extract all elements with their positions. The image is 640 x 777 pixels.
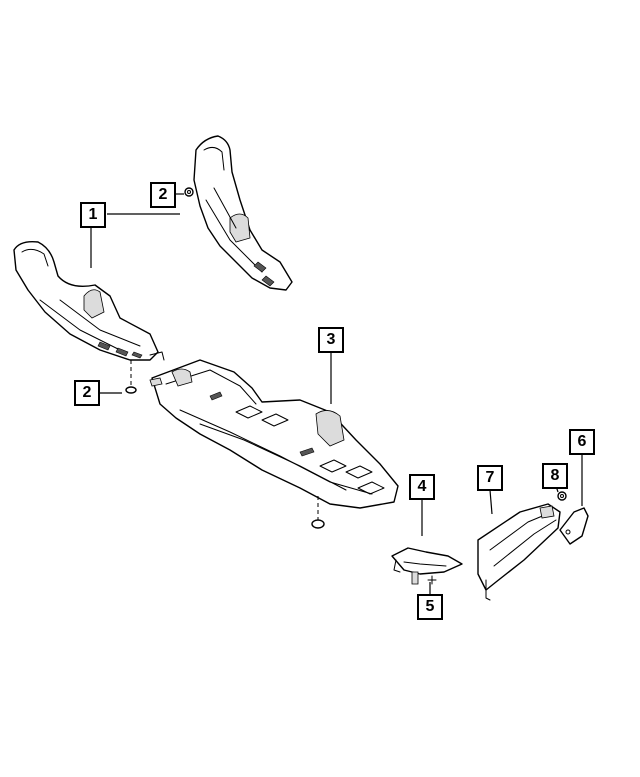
bracket	[391, 547, 463, 585]
nut-lower	[125, 360, 137, 394]
small-plate	[559, 507, 589, 545]
callout-4: 4	[409, 474, 435, 500]
nut-upper	[184, 187, 194, 197]
side-shield	[477, 503, 561, 601]
callout-8: 8	[542, 463, 568, 489]
callout-6: 6	[569, 429, 595, 455]
skid-plate	[149, 359, 399, 509]
callout-2-upper: 2	[150, 182, 176, 208]
callout-2-lower: 2	[74, 380, 100, 406]
callout-1: 1	[80, 202, 106, 228]
callout-7: 7	[477, 465, 503, 491]
callout-3: 3	[318, 327, 344, 353]
callout-5: 5	[417, 594, 443, 620]
heat-shield-left	[13, 240, 165, 361]
nut-side	[557, 491, 567, 501]
bolt	[427, 575, 437, 585]
nut-skid-plate	[311, 496, 325, 529]
heat-shield-upper	[193, 135, 293, 291]
